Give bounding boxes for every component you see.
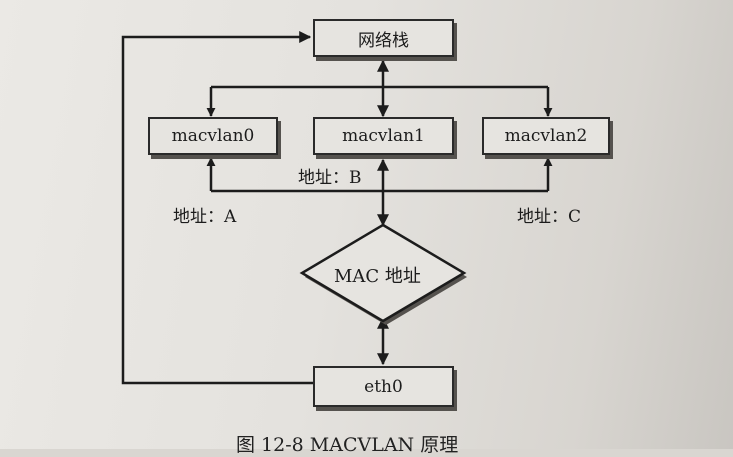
mac-address-label: MAC 地址	[334, 266, 421, 287]
eth0-box: eth0	[313, 366, 454, 407]
macvlan1-label: macvlan1	[342, 126, 425, 146]
net-stack-label: 网络栈	[358, 30, 409, 51]
macvlan0-box: macvlan0	[148, 117, 278, 155]
macvlan1-box: macvlan1	[313, 117, 454, 155]
macvlan2-label: macvlan2	[504, 126, 588, 146]
macvlan2-box: macvlan2	[482, 117, 610, 155]
loop-eth0-to-netstack	[121, 31, 313, 385]
address-b-label: 地址：B	[298, 168, 362, 188]
address-a-label: 地址：A	[173, 207, 237, 227]
eth0-label: eth0	[364, 376, 403, 397]
mac-diamond	[299, 223, 467, 323]
net-stack-box: 网络栈	[313, 19, 454, 57]
figure-caption: 图 12-8 MACVLAN 原理	[236, 434, 459, 456]
address-c-label: 地址：C	[517, 207, 582, 227]
macvlan0-label: macvlan0	[171, 126, 255, 146]
